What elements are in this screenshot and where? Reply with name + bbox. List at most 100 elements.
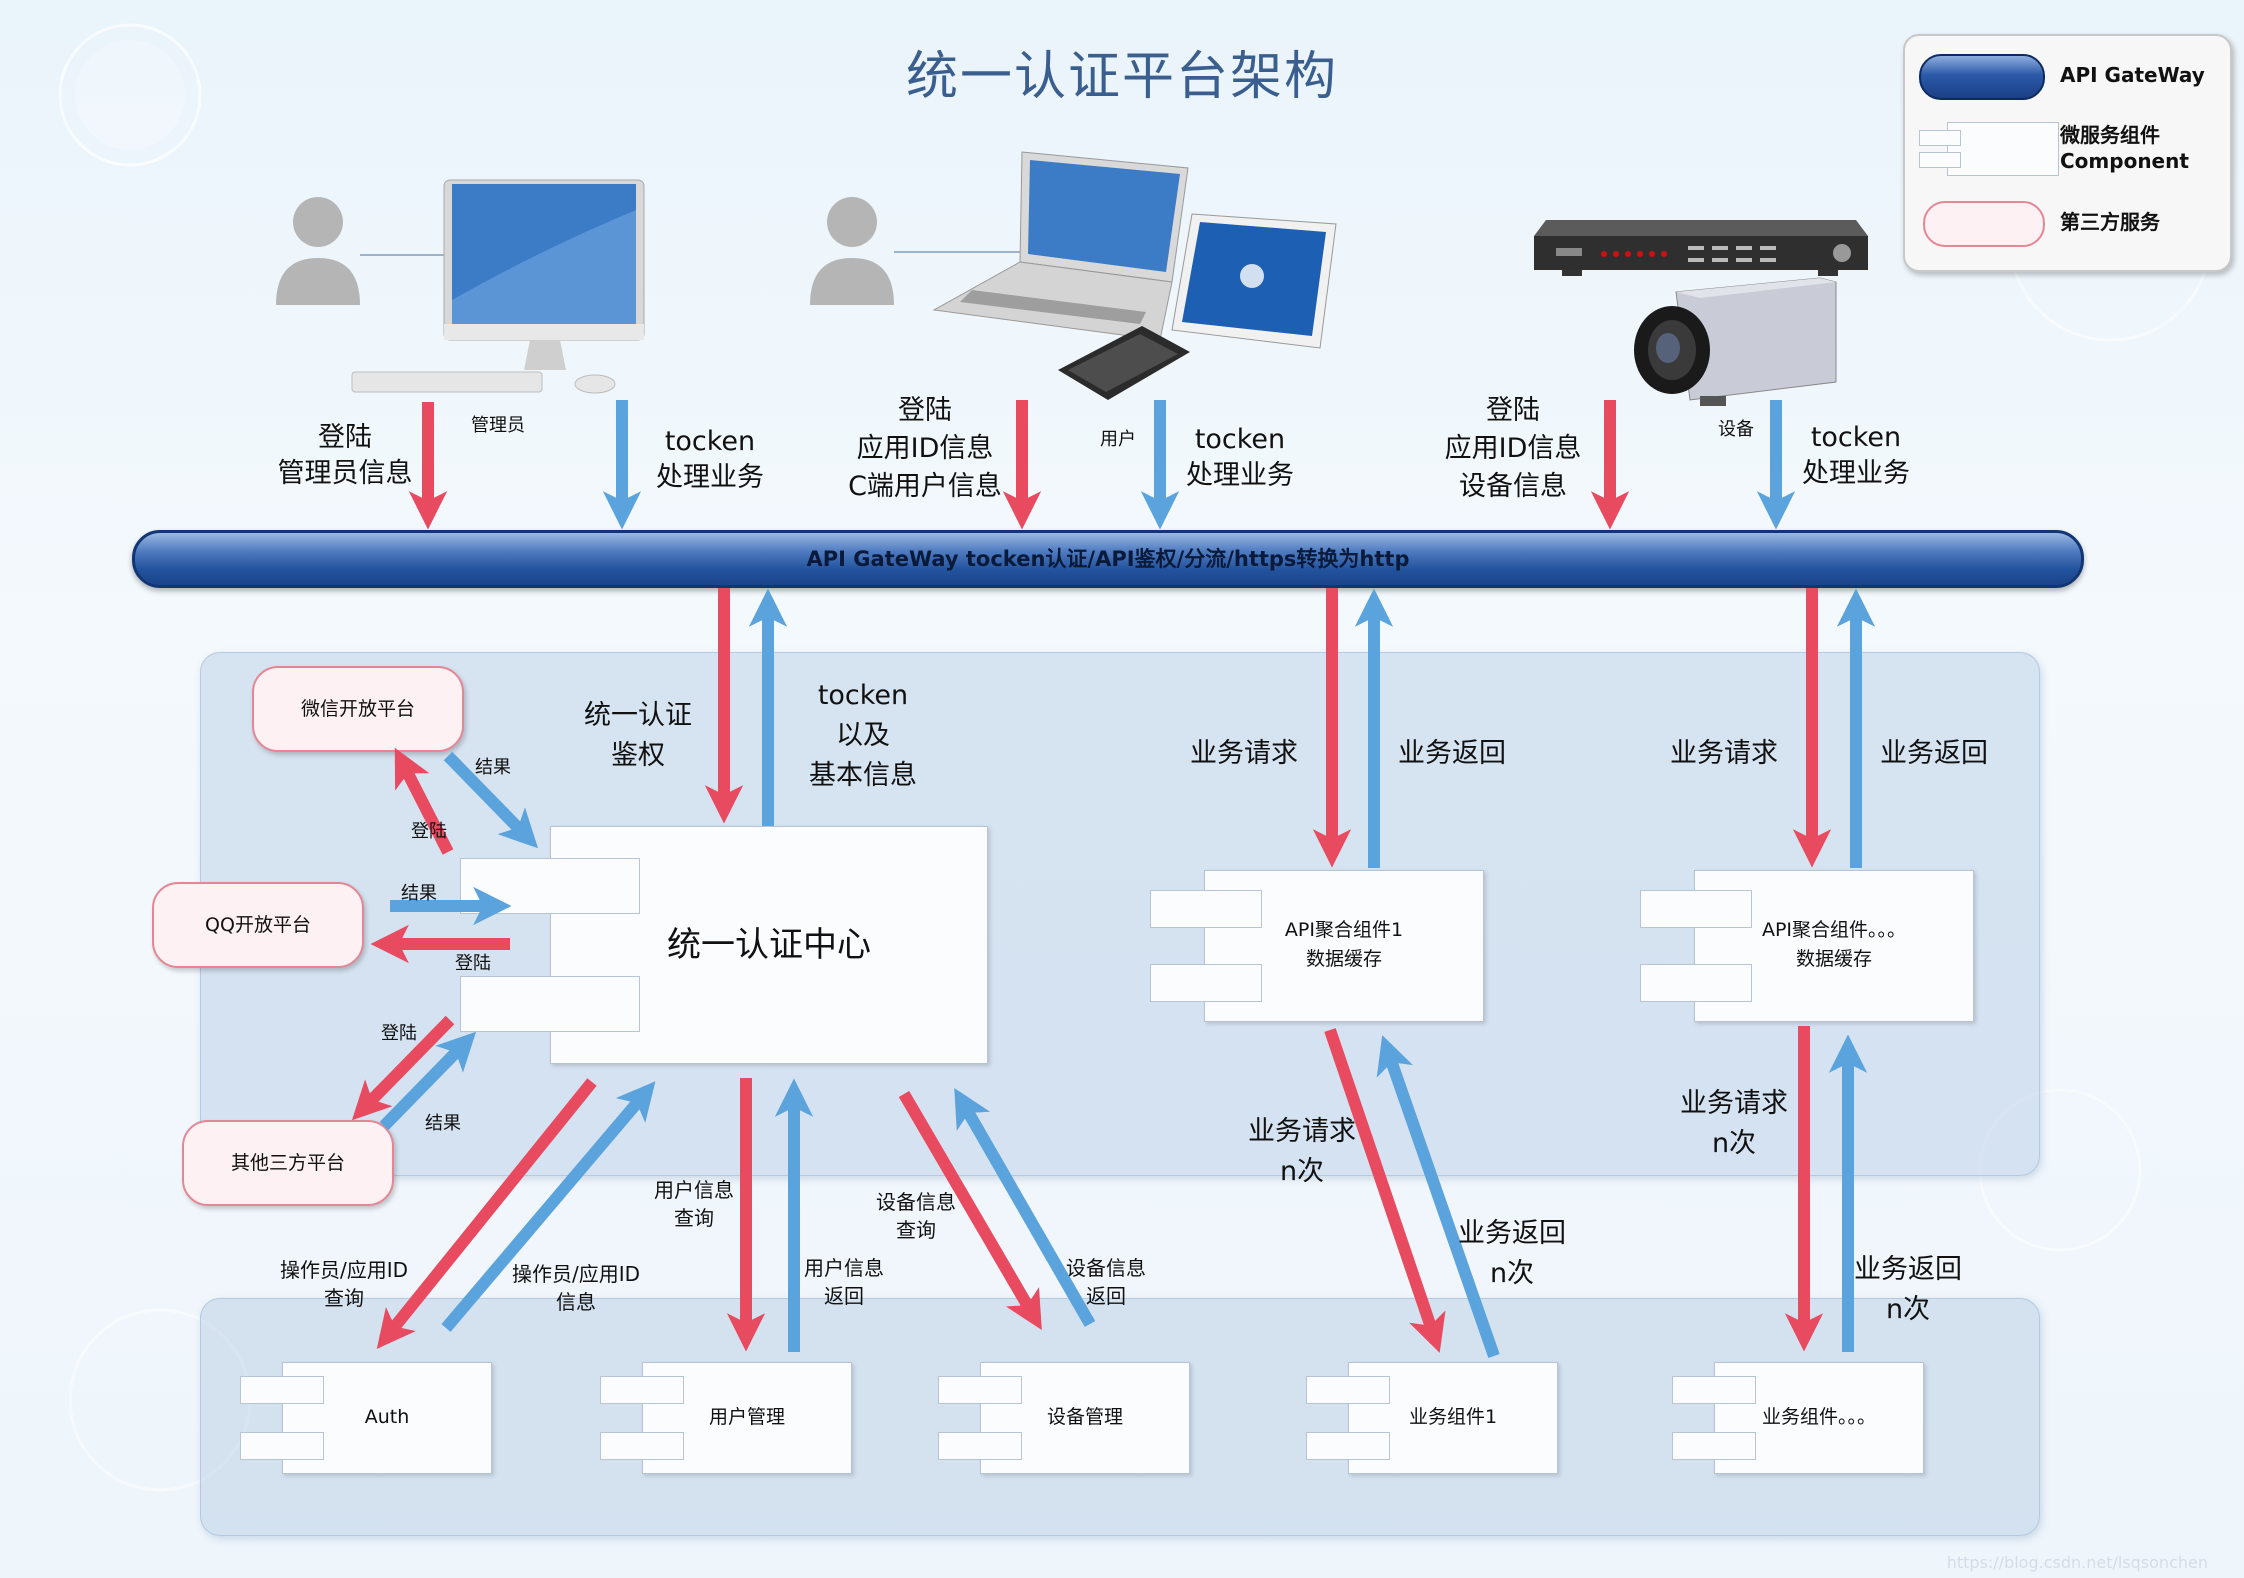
- user-login-label-2: 应用ID信息: [856, 433, 994, 464]
- user-management-label: 用户管理: [708, 1406, 785, 1428]
- auth-center-component: 统一认证中心: [550, 826, 988, 1064]
- bizn-response-n-label-1: 业务返回: [1854, 1254, 1962, 1285]
- watermark: https://blog.csdn.net/lsqsonchen: [1946, 1553, 2208, 1572]
- user-token-label-2: 处理业务: [1186, 460, 1294, 491]
- wechat-login-label: 登陆: [411, 821, 447, 842]
- component-tab: [1306, 1432, 1390, 1460]
- arrow-biz1-request: [1324, 1028, 1446, 1353]
- component-tab: [1150, 890, 1262, 928]
- component-tab: [1640, 964, 1752, 1002]
- dvr-recorder-icon: [1534, 220, 1868, 276]
- aggn-response-label: 业务返回: [1880, 738, 1988, 769]
- business-component-1-label: 业务组件1: [1408, 1406, 1498, 1428]
- user-return-label-1: 用户信息: [804, 1256, 884, 1280]
- auth-center-label: 统一认证中心: [667, 925, 871, 965]
- auth-in-label-2: 鉴权: [611, 740, 665, 771]
- legend-component-label-2: Component: [2060, 149, 2189, 173]
- auth-in-label-1: 统一认证: [584, 700, 692, 731]
- op-info-label-2: 信息: [556, 1290, 596, 1314]
- arrow-device-query: [898, 1090, 1042, 1330]
- biz1-request-n-label-2: n次: [1279, 1156, 1325, 1187]
- arrow-auth-query: [376, 1078, 597, 1349]
- user-return-label-2: 返回: [824, 1284, 864, 1308]
- device-token-label-2: 处理业务: [1802, 458, 1910, 489]
- component-tab: [1672, 1376, 1756, 1404]
- op-query-label-2: 查询: [324, 1286, 364, 1310]
- qq-result-label: 结果: [401, 883, 437, 904]
- device-return-label-1: 设备信息: [1066, 1256, 1146, 1280]
- api-agg-1-line-1: API聚合组件1: [1284, 919, 1404, 941]
- admin-login-label-1: 登陆: [318, 422, 372, 453]
- wechat-result-label: 结果: [475, 757, 511, 778]
- arrow-auth-info: [441, 1081, 656, 1332]
- laptop-icon: [932, 151, 1189, 341]
- qq-login-label: 登陆: [455, 953, 491, 974]
- biz1-request-n-label-1: 业务请求: [1248, 1116, 1356, 1147]
- admin-token-label-2: 处理业务: [656, 462, 764, 493]
- agg1-request-label: 业务请求: [1190, 738, 1298, 769]
- security-camera-icon: [1634, 277, 1837, 406]
- aggn-request-label: 业务请求: [1670, 738, 1778, 769]
- other-third-party-platform: 其他三方平台: [182, 1120, 394, 1206]
- component-tab: [600, 1432, 684, 1460]
- other-result-label: 结果: [425, 1113, 461, 1134]
- component-tab: [938, 1432, 1022, 1460]
- arrow-device-return: [954, 1088, 1096, 1327]
- arrow-biz1-response: [1376, 1035, 1500, 1358]
- api-gateway-bar: API GateWay tocken认证/API鉴权/分流/https转换为ht…: [132, 530, 2084, 588]
- legend-component-tab: [1919, 152, 1961, 168]
- device-management-label: 设备管理: [1046, 1406, 1123, 1428]
- admin-label: 管理员: [471, 415, 525, 436]
- device-token-label-1: tocken: [1810, 422, 1902, 453]
- legend-gateway-label: API GateWay: [2060, 63, 2205, 87]
- device-login-label-2: 应用ID信息: [1444, 433, 1582, 464]
- api-agg-n-line-1: API聚合组件。。。: [1761, 919, 1907, 941]
- arrow-other-result: [379, 1031, 477, 1131]
- component-tab: [1150, 964, 1262, 1002]
- auth-service-label: Auth: [364, 1406, 410, 1428]
- component-tab: [600, 1376, 684, 1404]
- device-query-label-1: 设备信息: [876, 1190, 956, 1214]
- page-title: 统一认证平台架构: [905, 47, 1338, 107]
- user-label: 用户: [1100, 429, 1136, 450]
- qq-platform: QQ开放平台: [152, 882, 364, 968]
- legend-third-party-label: 第三方服务: [2060, 210, 2160, 234]
- component-tab: [240, 1432, 324, 1460]
- component-tab: [1306, 1376, 1390, 1404]
- business-component-n-label: 业务组件。。。: [1761, 1406, 1876, 1428]
- device-label: 设备: [1718, 419, 1754, 440]
- api-agg-1-line-2: 数据缓存: [1305, 948, 1382, 970]
- auth-out-label-3: 基本信息: [809, 760, 917, 791]
- legend-component-label-1: 微服务组件: [2060, 123, 2160, 147]
- tablet-icon: [1171, 213, 1337, 349]
- component-tab: [460, 976, 640, 1032]
- device-return-label-2: 返回: [1086, 1284, 1126, 1308]
- wechat-platform: 微信开放平台: [252, 666, 464, 752]
- user-query-label-1: 用户信息: [654, 1178, 734, 1202]
- component-tab: [240, 1376, 324, 1404]
- auth-out-label-2: 以及: [836, 720, 890, 751]
- admin-token-label-1: tocken: [664, 426, 756, 457]
- arrow-wechat-result: [443, 751, 539, 849]
- other-login-label: 登陆: [381, 1023, 417, 1044]
- device-login-label-3: 设备信息: [1459, 471, 1567, 502]
- user-login-label-3: C端用户信息: [848, 471, 1002, 502]
- device-login-label-1: 登陆: [1486, 395, 1540, 426]
- legend: API GateWay 微服务组件 Component 第三方服务: [1903, 34, 2232, 272]
- desktop-computer-icon: [351, 179, 645, 394]
- bizn-request-n-label-1: 业务请求: [1680, 1088, 1788, 1119]
- legend-third-party-swatch: [1923, 201, 2045, 247]
- component-tab: [938, 1376, 1022, 1404]
- arrow-other-login: [351, 1015, 455, 1121]
- device-query-label-2: 查询: [896, 1218, 936, 1242]
- component-tab: [1640, 890, 1752, 928]
- op-info-label-1: 操作员/应用ID: [511, 1262, 641, 1286]
- bizn-request-n-label-2: n次: [1711, 1128, 1757, 1159]
- biz1-response-n-label-2: n次: [1489, 1258, 1535, 1289]
- device-illustrations: [276, 151, 1868, 406]
- op-query-label-1: 操作员/应用ID: [279, 1258, 409, 1282]
- user-token-label-1: tocken: [1194, 424, 1286, 455]
- bizn-response-n-label-2: n次: [1885, 1294, 1931, 1325]
- biz1-response-n-label-1: 业务返回: [1458, 1218, 1566, 1249]
